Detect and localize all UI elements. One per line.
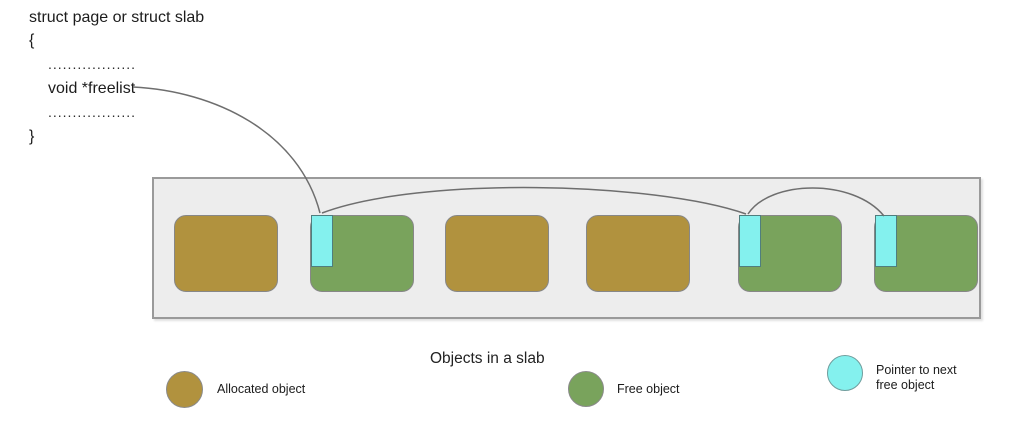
legend-label-free: Free object bbox=[617, 382, 680, 396]
legend-label-allocated: Allocated object bbox=[217, 382, 306, 396]
free-object bbox=[310, 215, 414, 292]
allocated-object bbox=[174, 215, 278, 292]
free-object bbox=[738, 215, 842, 292]
free-object-swatch-icon bbox=[568, 371, 604, 407]
allocated-object bbox=[445, 215, 549, 292]
allocated-object-swatch-icon bbox=[166, 371, 203, 408]
allocated-object bbox=[586, 215, 690, 292]
free-object bbox=[874, 215, 978, 292]
code-close-brace: } bbox=[29, 128, 35, 145]
code-open-brace: { bbox=[29, 32, 35, 49]
code-line-struct: struct page or struct slab bbox=[29, 9, 205, 26]
code-ellipsis-bottom: .................. bbox=[48, 104, 137, 120]
pointer-swatch-icon bbox=[827, 355, 863, 391]
code-ellipsis-top: .................. bbox=[48, 56, 137, 72]
freelist-pointer bbox=[739, 215, 761, 267]
slab-container bbox=[152, 177, 981, 319]
struct-code-block: struct page or struct slab { ...........… bbox=[29, 6, 204, 148]
code-freelist-field: void *freelist bbox=[48, 80, 136, 97]
freelist-pointer bbox=[875, 215, 897, 267]
freelist-pointer bbox=[311, 215, 333, 267]
diagram-caption: Objects in a slab bbox=[430, 350, 545, 367]
legend-label-pointer: Pointer to next free object bbox=[876, 363, 957, 392]
